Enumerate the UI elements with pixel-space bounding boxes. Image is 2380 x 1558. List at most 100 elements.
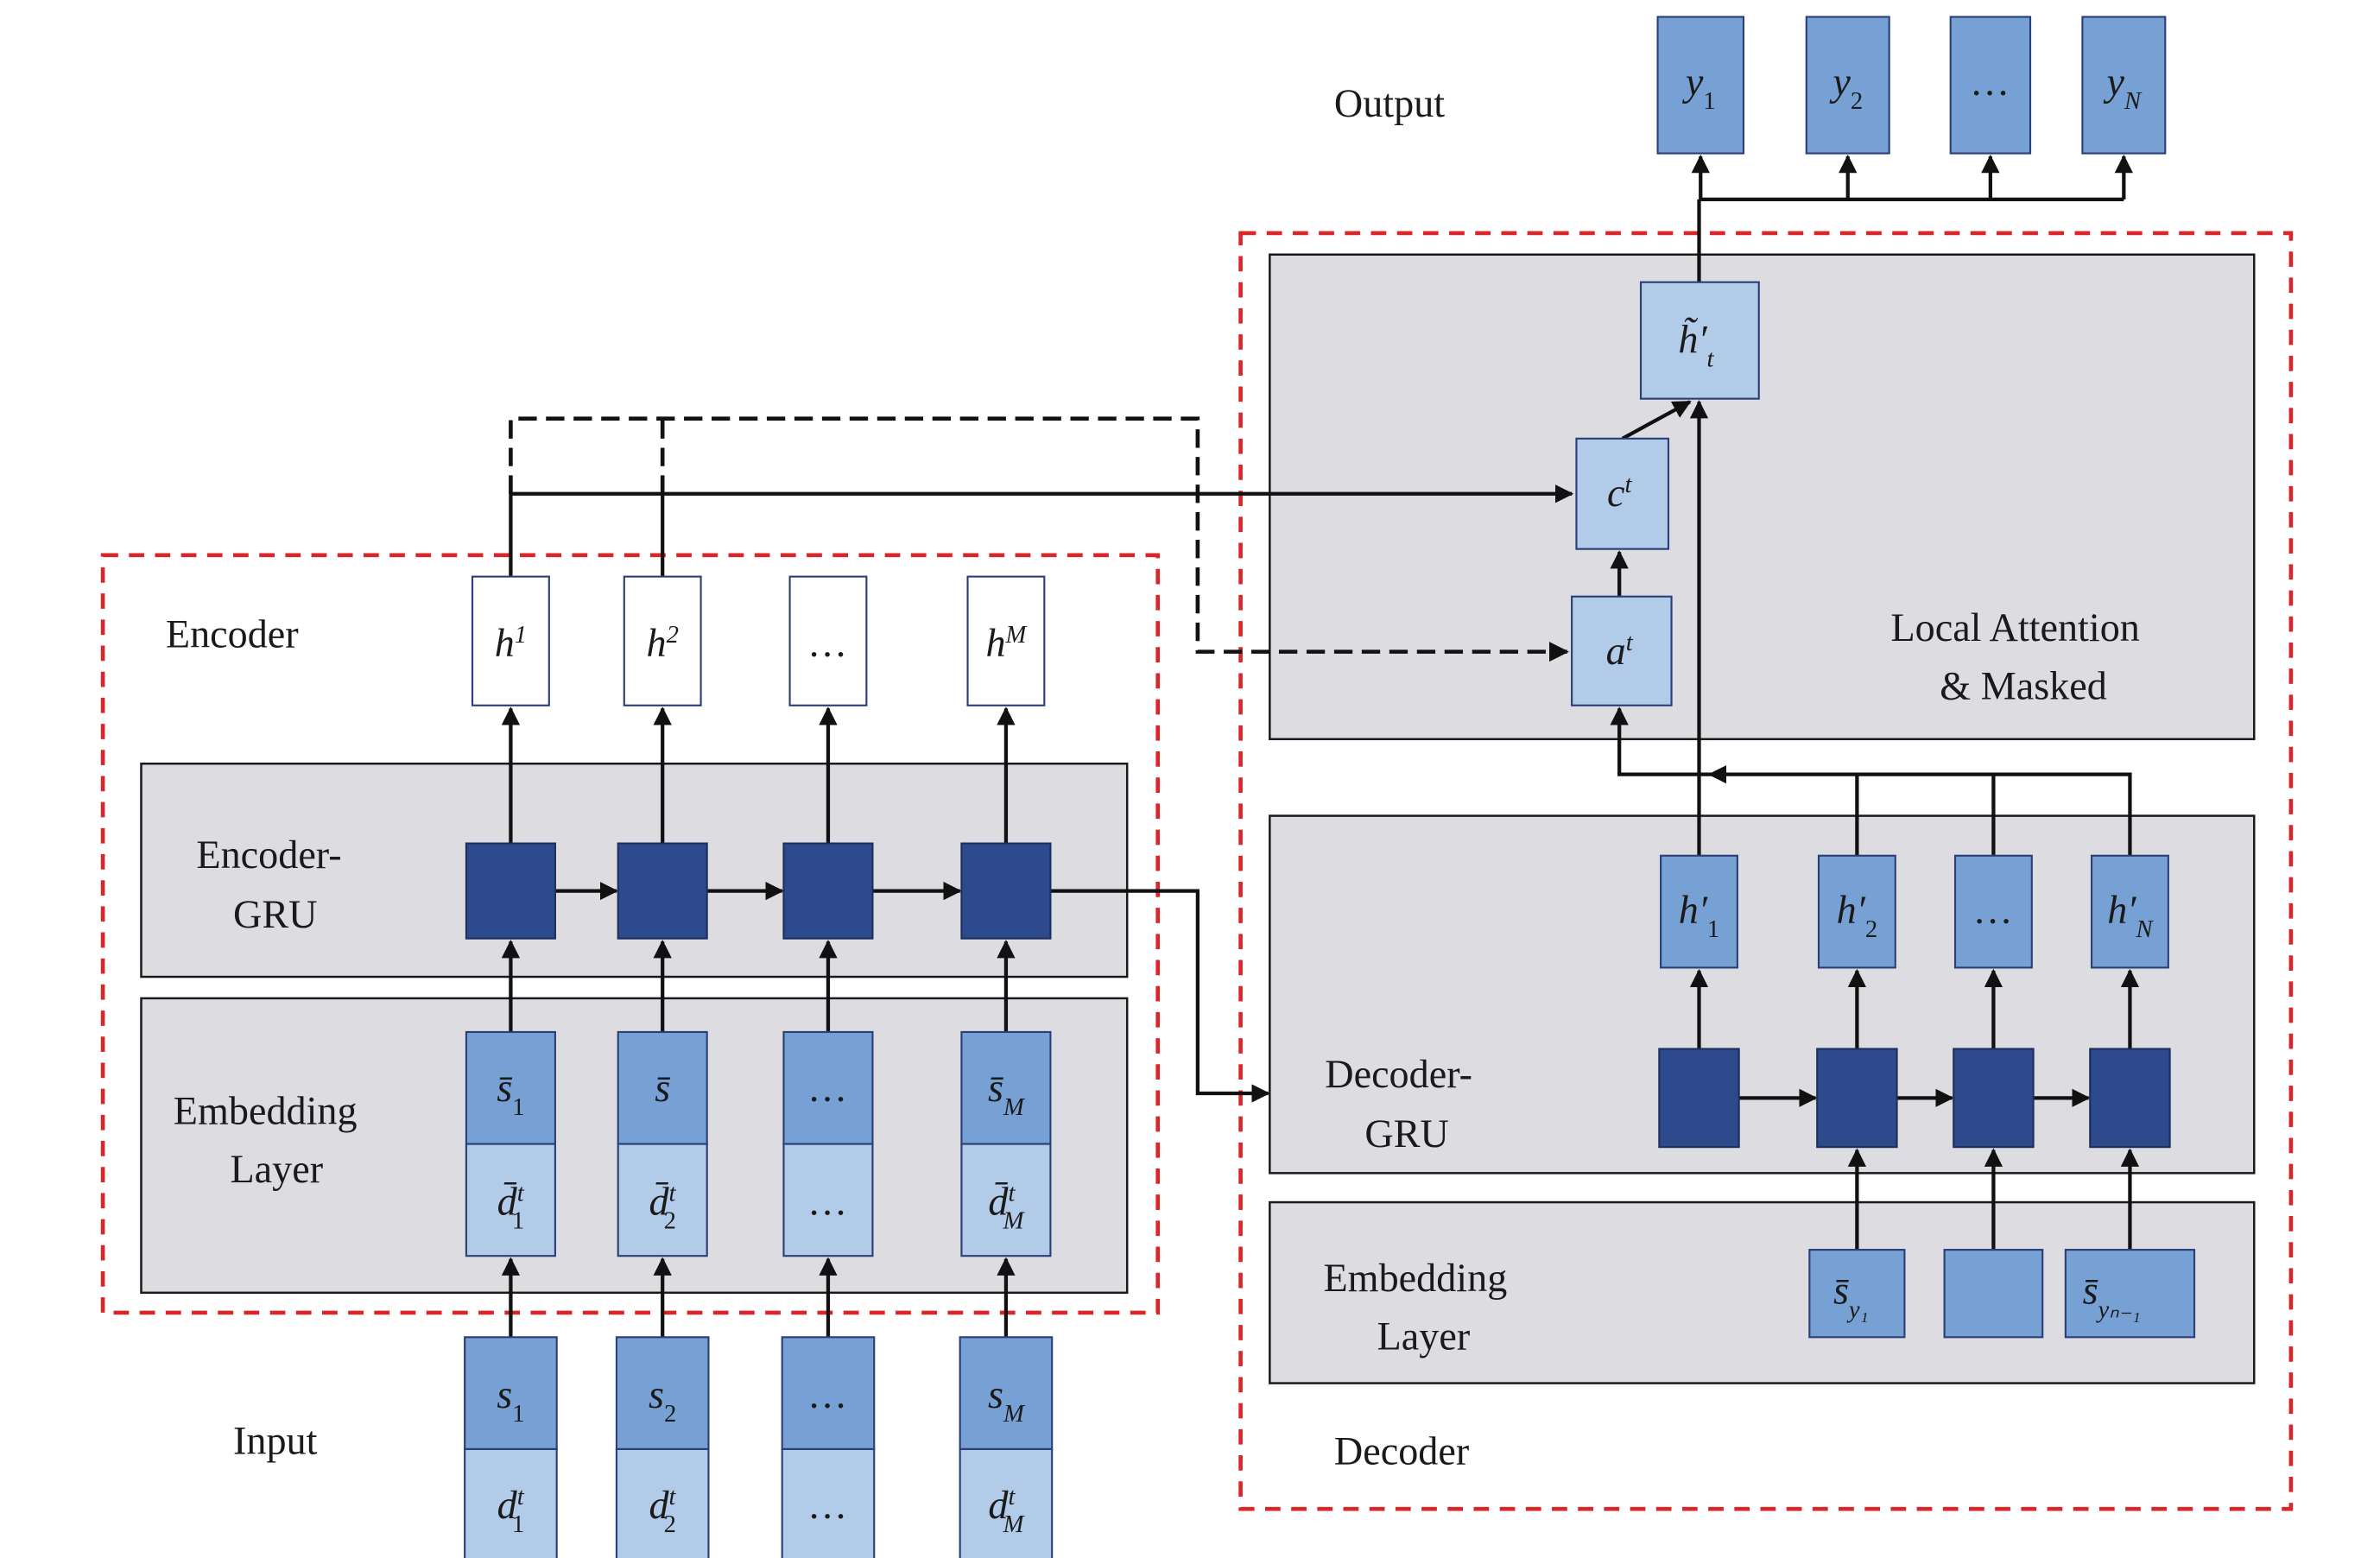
encoder-embedding-top-4-rect	[960, 1030, 1052, 1145]
decoder-hidden-label-2: h′2	[1837, 888, 1877, 943]
decoder-embedding-cell-1-rect	[1808, 1249, 1906, 1339]
decoder-hidden-label-1: h′1	[1679, 888, 1720, 943]
encoder-to-decoder-state-arrow	[1050, 889, 1270, 1103]
context-vector-box-rect	[1575, 437, 1670, 550]
output-label-2: y2	[1829, 60, 1863, 115]
encoder-gru-cell-3-rect	[782, 842, 874, 940]
encoder-gru-cell-4-rect	[960, 842, 1052, 940]
encoder-gru-label-2: GRU	[233, 892, 317, 936]
output-label: Output	[1334, 81, 1445, 125]
encoder-embedding-bottom-label-3: …	[810, 1179, 845, 1223]
input-top-3: …	[781, 1336, 876, 1450]
output-label-1: y1	[1682, 60, 1716, 115]
decoder-hidden-box-1-rect	[1660, 854, 1738, 969]
input-top-label-3: …	[810, 1372, 845, 1416]
decoder-hidden-box-3-rect	[1953, 854, 2033, 969]
encoder-gru-cell-4	[960, 842, 1052, 940]
output-box-1: y1	[1656, 16, 1745, 155]
encoder-hidden-to-alignment-dashed	[509, 416, 1570, 662]
output-label-3: …	[1972, 60, 2008, 104]
input-top-4: sM	[959, 1336, 1054, 1450]
input-top-label-1: s1	[497, 1372, 524, 1428]
alignment-weights-box-rect	[1571, 595, 1673, 706]
encoder-embedding-top-4: s̄M	[960, 1030, 1052, 1145]
input-bottom-3-rect	[781, 1447, 876, 1558]
encoder-embedding-top-3-rect	[782, 1030, 874, 1145]
encoder-embedding-bottom-1-rect	[465, 1143, 556, 1257]
bus-to-alignment-arrow	[1610, 706, 1710, 776]
decoder-hidden-box-3: …	[1953, 854, 2033, 969]
encoder-embedding-bottom-3-rect	[782, 1143, 874, 1257]
decoder-embedding-cell-2	[1943, 1249, 2044, 1339]
decoder-label: Decoder	[1334, 1429, 1469, 1473]
decoder-gru-cell-1	[1658, 1048, 1740, 1149]
encoder-embedding-bottom-4-rect	[960, 1143, 1052, 1257]
input-bottom-3: …	[781, 1447, 876, 1558]
input-top-2: s2	[615, 1336, 710, 1450]
encoder-embedding-top-label-1: s̄1	[497, 1066, 524, 1121]
decoder-hidden-label-3: …	[1976, 888, 2011, 932]
encoder-gru-cell-2-rect	[617, 842, 708, 940]
section-labels: Output Encoder Encoder- GRU Embedding La…	[166, 81, 2140, 1473]
local-attention-label-1: Local Attention	[1890, 605, 2139, 649]
input-label: Input	[233, 1418, 318, 1462]
decoder-hidden-box-4-rect	[2090, 854, 2169, 969]
input-bottom-1-rect	[464, 1447, 558, 1558]
encoder-hidden-box-3: …	[788, 575, 868, 706]
input-top-label-4: sM	[988, 1372, 1026, 1428]
decoder-gru-label-2: GRU	[1364, 1112, 1448, 1156]
decoder-gru-cell-2	[1816, 1048, 1898, 1149]
input-top-3-rect	[781, 1336, 876, 1450]
decoder-hidden-box-4: h′N	[2090, 854, 2169, 969]
input-top-4-rect	[959, 1336, 1054, 1450]
decoder-gru-cell-3-rect	[1953, 1048, 2035, 1149]
attentional-hidden-box-rect	[1639, 281, 1760, 400]
output-box-3: …	[1949, 16, 2032, 155]
attentional-hidden-label: h̃′t	[1678, 317, 1714, 372]
encoder-gru-cell-2	[617, 842, 708, 940]
decoder-gru-cell-4-rect	[2089, 1048, 2171, 1149]
output-box-4: yN	[2081, 16, 2167, 155]
encoder-hidden-box-1: h1	[471, 575, 550, 706]
decoder-gru-cell-3	[1953, 1048, 2035, 1149]
connection-wires	[501, 154, 2140, 1338]
encoder-embedding-bottom-2-rect	[617, 1143, 708, 1257]
decoder-embedding-cell-3-rect	[2064, 1249, 2196, 1339]
decoder-embedding-cell-3: s̄yₙ₋₁	[2064, 1249, 2196, 1339]
encoder-embedding-label-1: Embedding	[174, 1089, 358, 1133]
decoder-embedding-label-2: Layer	[1377, 1314, 1471, 1358]
local-attention-label-2: & Masked	[1940, 664, 2107, 708]
decoder-hidden-box-2-rect	[1817, 854, 1896, 969]
alignment-weights-label: at	[1606, 629, 1634, 673]
encoder-group-box	[100, 553, 1161, 1315]
encoder-embedding-bottom-3: …	[782, 1143, 874, 1257]
encoder-gru-label-1: Encoder-	[196, 833, 341, 877]
attentional-hidden-box: h̃′t	[1639, 281, 1760, 400]
input-top-label-2: s2	[649, 1372, 676, 1428]
context-vector-label: ct	[1607, 471, 1632, 515]
decoder-hidden-bus	[1707, 765, 2132, 856]
encoder-embedding-top-3: …	[782, 1030, 874, 1145]
encoder-hidden-box-3-rect	[788, 575, 868, 706]
encoder-hidden-box-2-rect	[623, 575, 702, 706]
output-box-1-rect	[1656, 16, 1745, 155]
encoder-hidden-label-4: hM	[985, 621, 1028, 665]
decoder-group-box	[1238, 231, 2294, 1511]
output-box-2: y2	[1805, 16, 1890, 155]
decoder-gru-cell-2-rect	[1816, 1048, 1898, 1149]
input-top-2-rect	[615, 1336, 710, 1450]
context-to-attentional-arrow	[1621, 400, 1692, 440]
encoder-hidden-label-3: …	[810, 621, 845, 665]
encoder-label: Encoder	[166, 611, 299, 656]
decoder-gru-cell-1-rect	[1658, 1048, 1740, 1149]
